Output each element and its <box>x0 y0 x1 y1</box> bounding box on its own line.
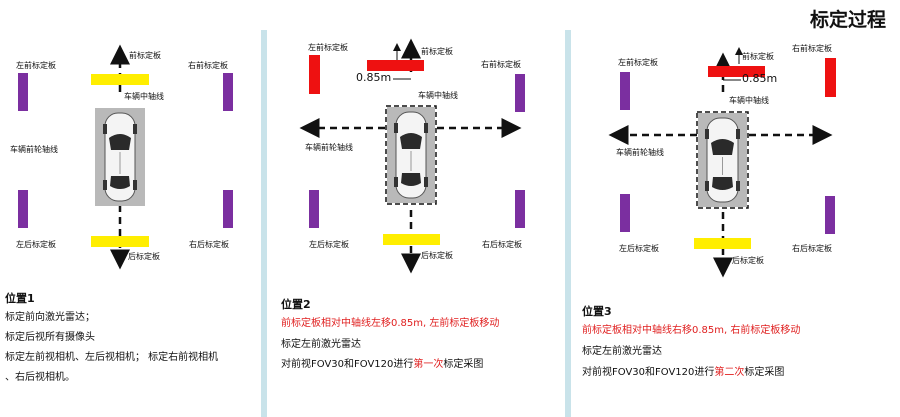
position-1-line: 、右后视相机。 <box>5 372 75 383</box>
front-wheel-axis-label: 车辆前轮轴线 <box>305 143 353 152</box>
right-rear-board <box>515 190 525 228</box>
right-front-board-label: 右前标定板 <box>188 61 228 70</box>
left-front-board <box>620 72 630 110</box>
right-rear-board-label: 右后标定板 <box>482 240 522 249</box>
front-wheel-axis-label: 车辆前轮轴线 <box>616 148 664 157</box>
left-rear-board <box>18 190 28 228</box>
left-rear-board-label: 左后标定板 <box>619 244 659 253</box>
right-front-board-label: 右前标定板 <box>481 60 521 69</box>
front-wheel-axis-label: 车辆前轮轴线 <box>10 145 58 154</box>
left-front-board-label: 左前标定板 <box>16 61 56 70</box>
page-title: 标定过程 <box>809 9 886 31</box>
position-2-line: 标定左前激光雷达 <box>281 339 361 350</box>
center-axis-label: 车辆中轴线 <box>124 92 164 101</box>
front-board-label: 前标定板 <box>421 47 453 56</box>
right-front-board <box>825 58 836 97</box>
emphasis-text: 第二次 <box>714 367 745 378</box>
position-1-line: 标定后视所有摄像头 <box>5 332 95 343</box>
front-board-label: 前标定板 <box>742 52 774 61</box>
rear-board <box>694 238 751 249</box>
front-board <box>91 74 149 85</box>
panel-divider <box>261 30 267 417</box>
left-front-board-label: 左前标定板 <box>308 43 348 52</box>
rear-board-label: 后标定板 <box>128 252 160 261</box>
right-rear-board <box>825 196 835 234</box>
right-rear-board <box>223 190 233 228</box>
position-3-highlight-line: 前标定板相对中轴线右移0.85m, 右前标定板移动 <box>582 325 801 336</box>
right-rear-board-label: 右后标定板 <box>189 240 229 249</box>
right-rear-board-label: 右后标定板 <box>792 244 832 253</box>
shift-distance-label: 0.85m <box>356 71 392 84</box>
position-2-heading: 位置2 <box>281 298 311 311</box>
left-rear-board-label: 左后标定板 <box>309 240 349 249</box>
panel2-car-dashed-box <box>385 105 437 205</box>
rear-board-label: 后标定板 <box>421 251 453 260</box>
position-2-line: 对前视FOV30和FOV120进行第一次标定采图 <box>281 359 484 370</box>
emphasis-text: 第一次 <box>413 359 444 370</box>
position-1-line: 标定前向激光雷达； <box>5 312 95 323</box>
left-front-board <box>18 73 28 111</box>
center-axis-label: 车辆中轴线 <box>729 96 769 105</box>
car-icon <box>95 108 145 206</box>
left-front-board-label: 左前标定板 <box>618 58 658 67</box>
position-3-line: 标定左前激光雷达 <box>582 346 662 357</box>
position-1-line: 标定左前视相机、左后视相机； 标定右前视相机 <box>5 352 219 363</box>
shift-distance-label: 0.85m <box>742 72 778 85</box>
position-2-highlight-line: 前标定板相对中轴线左移0.85m, 左前标定板移动 <box>281 318 500 329</box>
left-front-board <box>309 55 320 94</box>
car-icon <box>698 113 747 207</box>
rear-board-label: 后标定板 <box>732 256 764 265</box>
rear-board <box>91 236 149 247</box>
panel-divider <box>565 30 571 417</box>
front-board <box>708 66 765 77</box>
position-3-line: 对前视FOV30和FOV120进行第二次标定采图 <box>582 367 785 378</box>
left-rear-board <box>309 190 319 228</box>
right-front-board <box>515 74 525 112</box>
position-3-heading: 位置3 <box>582 305 612 318</box>
car-icon <box>387 107 435 203</box>
panel3-car-dashed-box <box>696 111 749 209</box>
center-axis-label: 车辆中轴线 <box>418 91 458 100</box>
right-front-board <box>223 73 233 111</box>
front-board <box>367 60 424 71</box>
left-rear-board-label: 左后标定板 <box>16 240 56 249</box>
front-board-label: 前标定板 <box>129 51 161 60</box>
rear-board <box>383 234 440 245</box>
left-rear-board <box>620 194 630 232</box>
right-front-board-label: 右前标定板 <box>792 44 832 53</box>
position-1-heading: 位置1 <box>5 292 35 305</box>
